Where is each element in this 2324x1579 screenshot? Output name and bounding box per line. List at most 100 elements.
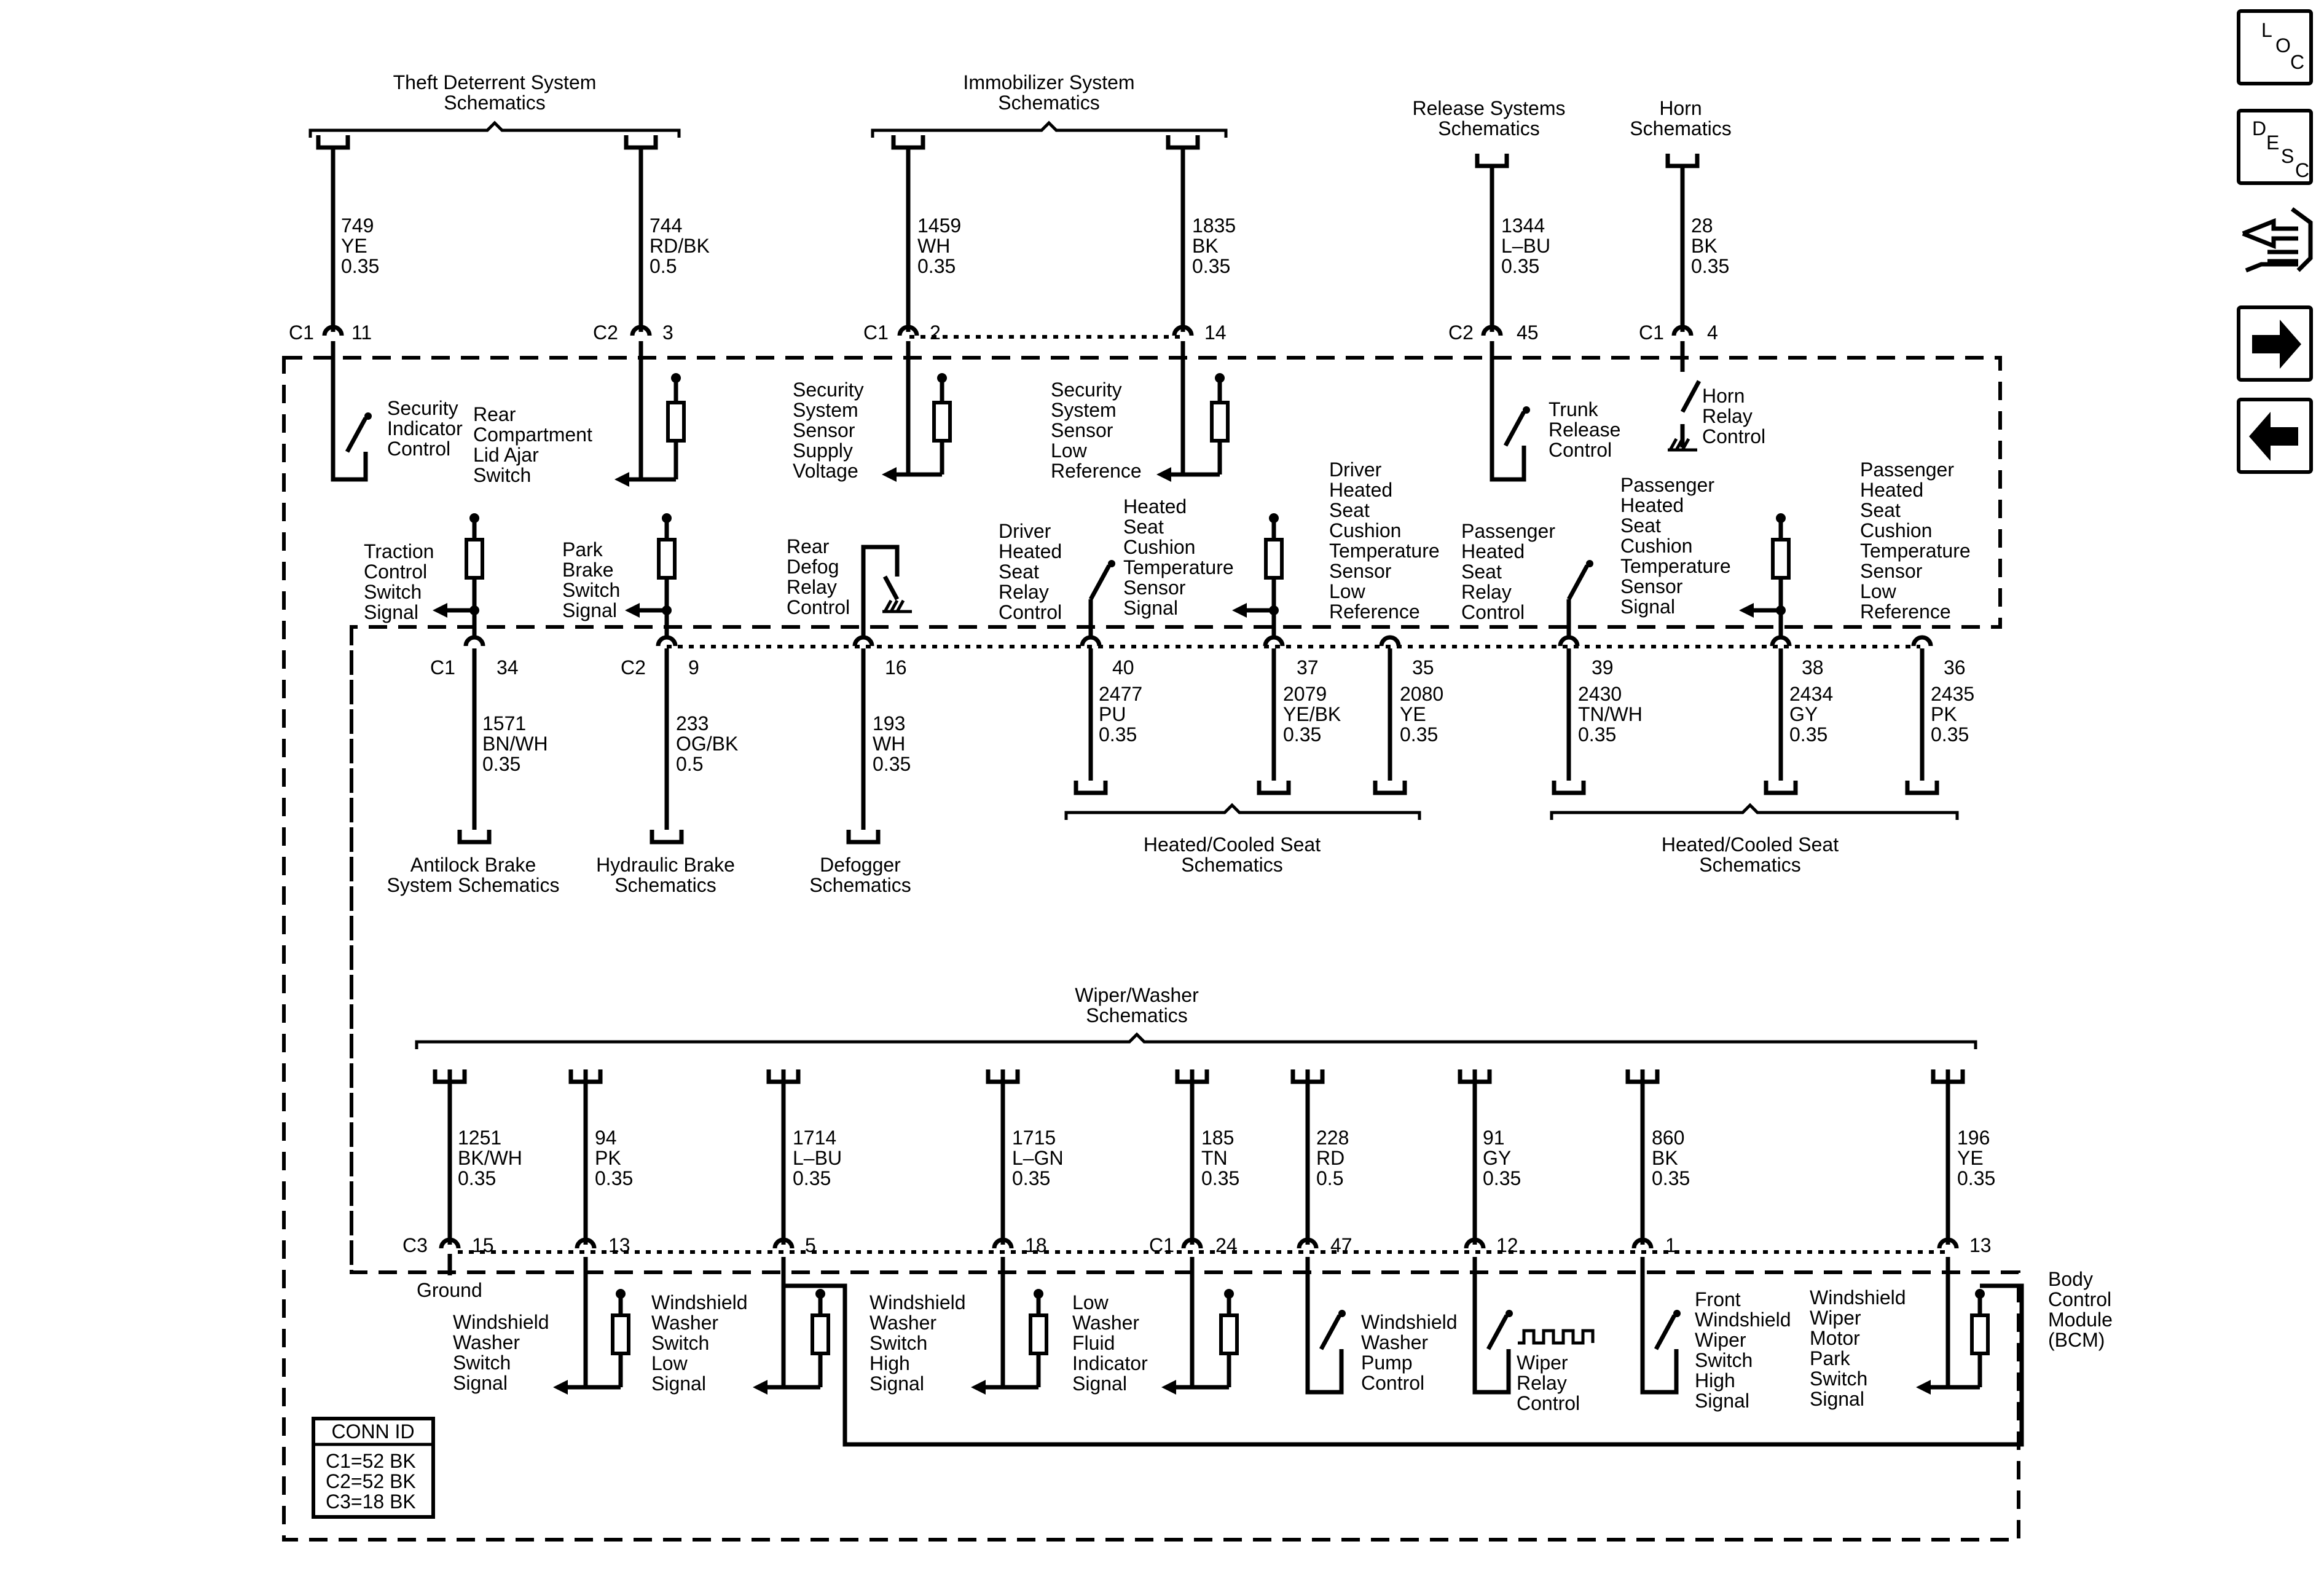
connector-pin-top-0 (322, 325, 344, 336)
brace-theft (308, 120, 681, 138)
ground-horn-relay (1681, 438, 1690, 451)
terminal-mid-7 (650, 830, 684, 845)
arrow-rear-lid (614, 472, 629, 487)
pin-number-p13a: 13 (608, 1234, 630, 1256)
brace-hcs1 (1064, 803, 1421, 820)
junction-driver-cushion (1269, 605, 1279, 615)
arrow-sensor-low (1156, 467, 1171, 482)
loc-letter: C (2290, 51, 2304, 73)
internal-pump (1305, 1257, 1344, 1395)
arrow-washer-high (971, 1380, 986, 1395)
switch-trunk-release-contact (1523, 406, 1530, 414)
connector-id-c2-top: C2 (593, 321, 618, 344)
loc-button[interactable] (2237, 9, 2313, 85)
supply-dot-driver-cushion (1269, 513, 1279, 523)
desc-button[interactable] (2237, 109, 2313, 185)
supply-dot-sensor (937, 373, 947, 383)
resistor-rear-lid (666, 401, 686, 443)
pin-number-c1-bot: 24 (1215, 1234, 1238, 1256)
conn-id-title: CONN ID (331, 1420, 414, 1443)
switch-pump (1319, 1314, 1342, 1350)
connector-pin-bot-23 (1937, 1237, 1959, 1249)
connector-pin-bot-20 (1297, 1237, 1319, 1249)
pwm-waveform-icon (1518, 1329, 1595, 1345)
arrow-driver-cushion (1232, 603, 1247, 618)
switch-horn-relay (1680, 380, 1702, 413)
connector-pin-bot-15 (439, 1237, 461, 1249)
pin-number-p18: 18 (1025, 1234, 1047, 1256)
pin-number-p38: 38 (1802, 656, 1824, 679)
supply-dot-bot-pullup-4 (1224, 1289, 1234, 1299)
pin-number-c2-release: 45 (1517, 321, 1539, 344)
connector-pin-mid-8 (852, 635, 874, 647)
pin-number-c1-immob: 2 (930, 321, 941, 344)
terminal-mid-8 (846, 830, 881, 845)
connector-id-c1-mid: C1 (430, 656, 455, 679)
connector-pin-bot-22 (1631, 1237, 1654, 1249)
connector-pin-mid-10 (1263, 635, 1285, 647)
terminal-mid-6 (457, 830, 492, 845)
symbols (308, 120, 1990, 1519)
switch-trunk-release (1503, 411, 1526, 447)
pin-number-c1-horn: 4 (1707, 321, 1718, 344)
internal-wiper-high (1640, 1257, 1679, 1395)
resistor-bot-pullup-4 (1219, 1313, 1239, 1355)
resistor-driver-cushion (1264, 538, 1284, 580)
terminal-top-0 (316, 135, 350, 150)
supply-dot-washer-high (815, 1289, 825, 1299)
connector-id-c2-release: C2 (1448, 321, 1474, 344)
resistor-low-fluid (1029, 1313, 1048, 1355)
terminal-mid-11 (1373, 781, 1407, 795)
resistor-park-brake (657, 538, 677, 580)
connector-pin-bot-18 (992, 1237, 1014, 1249)
function-ground: Ground (417, 1279, 482, 1301)
internal-bus-line (783, 1283, 2024, 1447)
pin-number-p37: 37 (1297, 656, 1319, 679)
connector-pin-bot-17 (772, 1237, 795, 1249)
ground-horn-relay (1674, 438, 1684, 451)
pin-number-p13b: 13 (1969, 1234, 1992, 1256)
pin-number-p1: 1 (1665, 1234, 1676, 1256)
connector-view-icon[interactable] (2242, 218, 2298, 264)
terminal-top-3 (1166, 135, 1200, 150)
pin-number-c1-mid: 34 (497, 656, 519, 679)
loc-letter: L (2261, 19, 2272, 41)
switch-pass-relay (1566, 564, 1590, 600)
pin-number-p16: 16 (885, 656, 907, 679)
terminal-mid-13 (1764, 781, 1798, 795)
arrow-left-icon (2249, 412, 2298, 461)
connector-pin-top-1 (630, 325, 652, 336)
pin-number-c2-top: 3 (662, 321, 673, 344)
resistor-washer-low (611, 1313, 630, 1355)
terminal-mid-10 (1257, 781, 1291, 795)
supply-dot-sensor-low (1215, 373, 1225, 383)
connector-pin-mid-11 (1379, 635, 1401, 647)
connector-pin-top-5 (1671, 325, 1694, 336)
terminal-mid-9 (1074, 781, 1108, 795)
harness-icon (2290, 207, 2313, 272)
switch-driver-relay-contact (1108, 560, 1115, 567)
connector-pin-mid-9 (1080, 635, 1102, 647)
ground-horn-relay (1668, 438, 1678, 451)
wrench-icon[interactable] (2245, 262, 2298, 273)
